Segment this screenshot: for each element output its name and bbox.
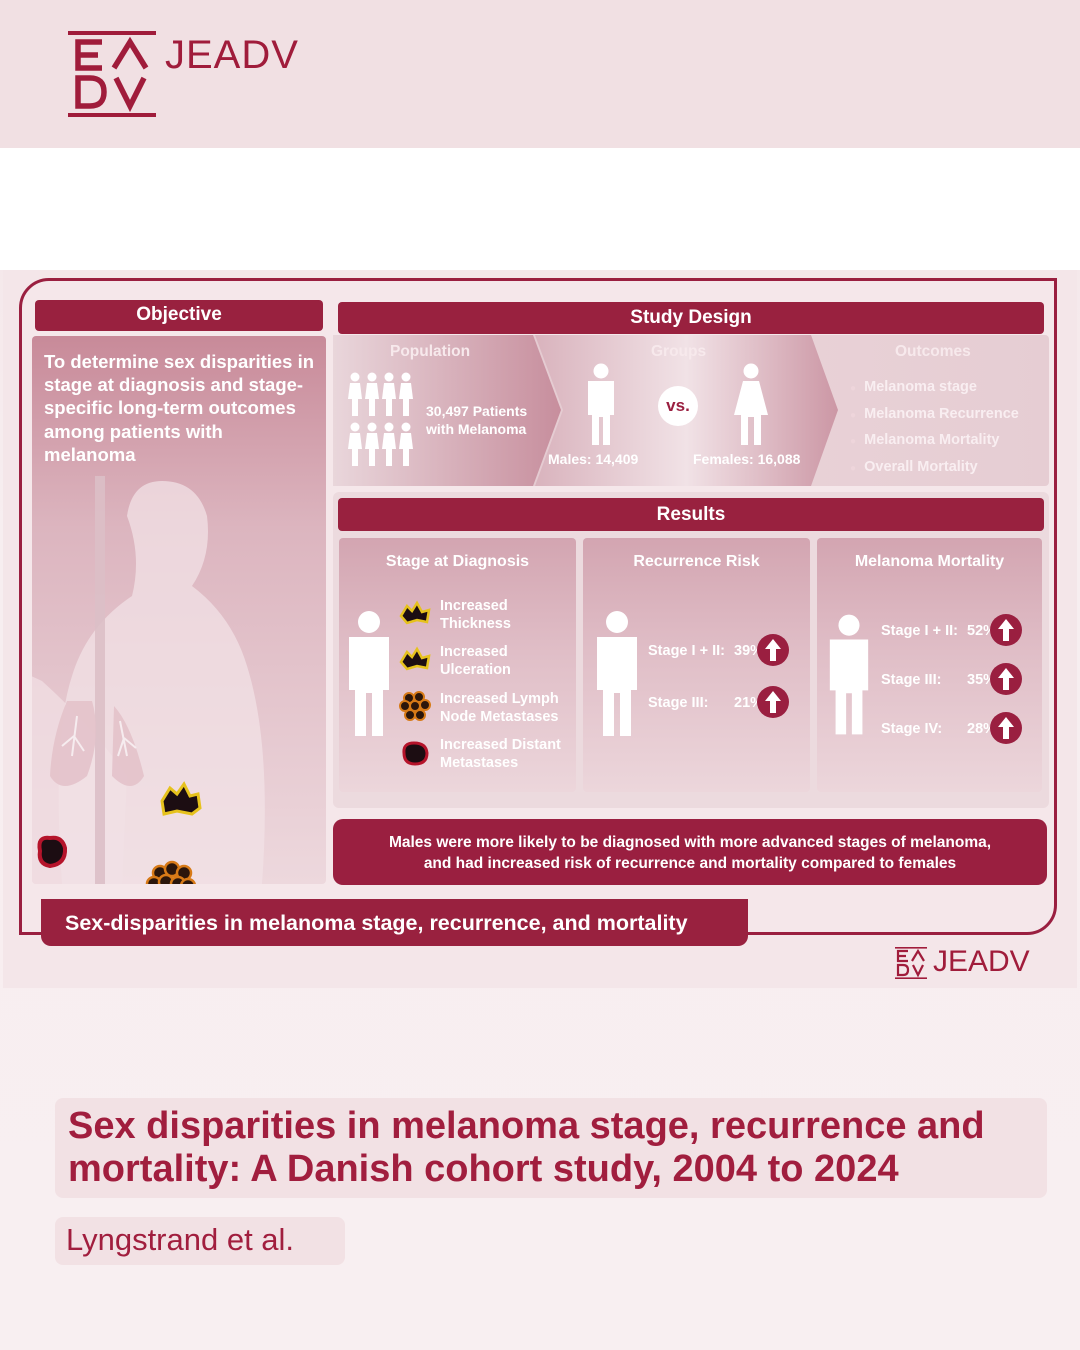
article-title: Sex disparities in melanoma stage, recur… [68, 1105, 985, 1190]
title-background [55, 1098, 1047, 1198]
article-authors: Lyngstrand et al. [66, 1222, 295, 1257]
tumor-thickness-icon [399, 600, 431, 625]
conclusion-line1: Males were more likely to be diagnosed w… [388, 834, 992, 851]
stage-item-line2: Thickness [440, 616, 511, 632]
outcomes-list: ● Melanoma stage ● Melanoma Recurrence ●… [850, 375, 1019, 481]
mortality-row-label: Stage III: [881, 672, 942, 688]
objective-text: To determine sex disparities in stage at… [44, 351, 315, 465]
bullet-icon: ● [850, 436, 857, 448]
jeadv-logo-mark-small [895, 947, 927, 979]
stage-item: Increased Distant Metastases [440, 736, 561, 772]
outcome-label: Overall Mortality [864, 458, 978, 475]
mortality-card-title: Melanoma Mortality [854, 553, 1005, 570]
recurrence-row-value: 21% [734, 695, 764, 711]
stage-item-line1: Increased Distant [440, 737, 561, 753]
jeadv-logo-text-small: JEADV [933, 945, 1030, 978]
male-figure-icon [829, 614, 869, 735]
mortality-row-value: 52% [967, 623, 997, 639]
stage-card-title: Stage at Diagnosis [385, 553, 530, 570]
recurrence-risk-card: Recurrence Risk Stage I + II: 39% Stage … [583, 538, 810, 792]
jeadv-logo-mark [68, 31, 156, 117]
bullet-icon: ● [850, 462, 857, 474]
torso-silhouette-icon [32, 476, 265, 884]
female-figure-icon [734, 363, 768, 445]
stage-item: Increased Thickness [440, 597, 511, 633]
stage-item-line2: Metastases [440, 755, 519, 771]
melanoma-mortality-card: Melanoma Mortality Stage I + II: 52% Sta… [817, 538, 1042, 792]
male-figure-icon [349, 611, 389, 736]
outcome-label: Melanoma stage [864, 379, 977, 395]
females-count: Females: 16,088 [693, 451, 801, 467]
population-heading: Population [390, 343, 471, 360]
objective-panel: To determine sex disparities in stage at… [32, 336, 326, 884]
stage-item: Increased Lymph Node Metastases [440, 690, 559, 726]
spacer [0, 148, 1080, 270]
outcome-item: ● Overall Mortality [850, 455, 1019, 482]
author-background [55, 1217, 345, 1265]
mortality-row-value: 28% [967, 721, 997, 737]
males-count: Males: 14,409 [548, 451, 639, 467]
outcome-item: ● Melanoma stage [850, 375, 1019, 402]
increase-arrow-icon [757, 634, 789, 666]
stage-at-diagnosis-card: Stage at Diagnosis Increased Thickness I… [339, 538, 576, 792]
recurrence-row-label: Stage I + II: [648, 643, 725, 659]
outcome-label: Melanoma Recurrence [864, 405, 1019, 422]
bullet-icon: ● [850, 383, 857, 394]
mortality-row-label: Stage IV: [881, 721, 943, 737]
mortality-row-label: Stage I + II: [881, 623, 958, 639]
outcome-item: ● Melanoma Mortality [850, 428, 1019, 455]
increase-arrow-icon [757, 686, 789, 718]
recurrence-row-value: 39% [734, 643, 764, 659]
population-line2: with Melanoma [426, 421, 527, 437]
study-design-title: Study Design [338, 302, 1044, 334]
summary-banner: Sex-disparities in melanoma stage, recur… [41, 899, 748, 946]
recurrence-row-label: Stage III: [648, 695, 709, 711]
conclusion-box: Males were more likely to be diagnosed w… [333, 819, 1047, 885]
outcome-label: Melanoma Mortality [864, 432, 1000, 449]
male-figure-icon [597, 611, 637, 736]
lymph-node-icon [399, 691, 431, 721]
stage-item-line1: Increased [440, 644, 508, 660]
objective-title: Objective [35, 300, 323, 331]
study-design-panel: Population 30,497 Patients with Melanoma… [333, 335, 1049, 486]
increase-arrow-icon [990, 712, 1022, 744]
increase-arrow-icon [990, 614, 1022, 646]
jeadv-logo-text: JEADV [165, 33, 299, 77]
vs-badge: vs. [658, 386, 698, 426]
groups-heading: Groups [651, 343, 707, 360]
recurrence-card-title: Recurrence Risk [633, 553, 760, 570]
ulceration-icon [399, 646, 431, 671]
outcomes-heading: Outcomes [895, 343, 971, 360]
stage-item-line2: Ulceration [440, 662, 511, 678]
outcome-item: ● Melanoma Recurrence [850, 402, 1019, 429]
header-band [0, 0, 1080, 148]
stage-item-line2: Node Metastases [440, 709, 559, 725]
distant-metastasis-icon [402, 741, 429, 766]
results-title: Results [338, 498, 1044, 531]
patient-group-icon [348, 372, 413, 466]
increase-arrow-icon [990, 663, 1022, 695]
mortality-row-value: 35% [967, 672, 997, 688]
bullet-icon: ● [850, 409, 857, 421]
stage-item-line1: Increased [440, 598, 508, 614]
population-line1: 30,497 Patients [426, 403, 528, 419]
stage-item: Increased Ulceration [440, 643, 511, 679]
conclusion-line2: and had increased risk of recurrence and… [423, 854, 957, 872]
male-figure-icon [588, 363, 614, 445]
stage-item-line1: Increased Lymph [440, 691, 559, 707]
population-count: 30,497 Patients with Melanoma [426, 402, 527, 438]
